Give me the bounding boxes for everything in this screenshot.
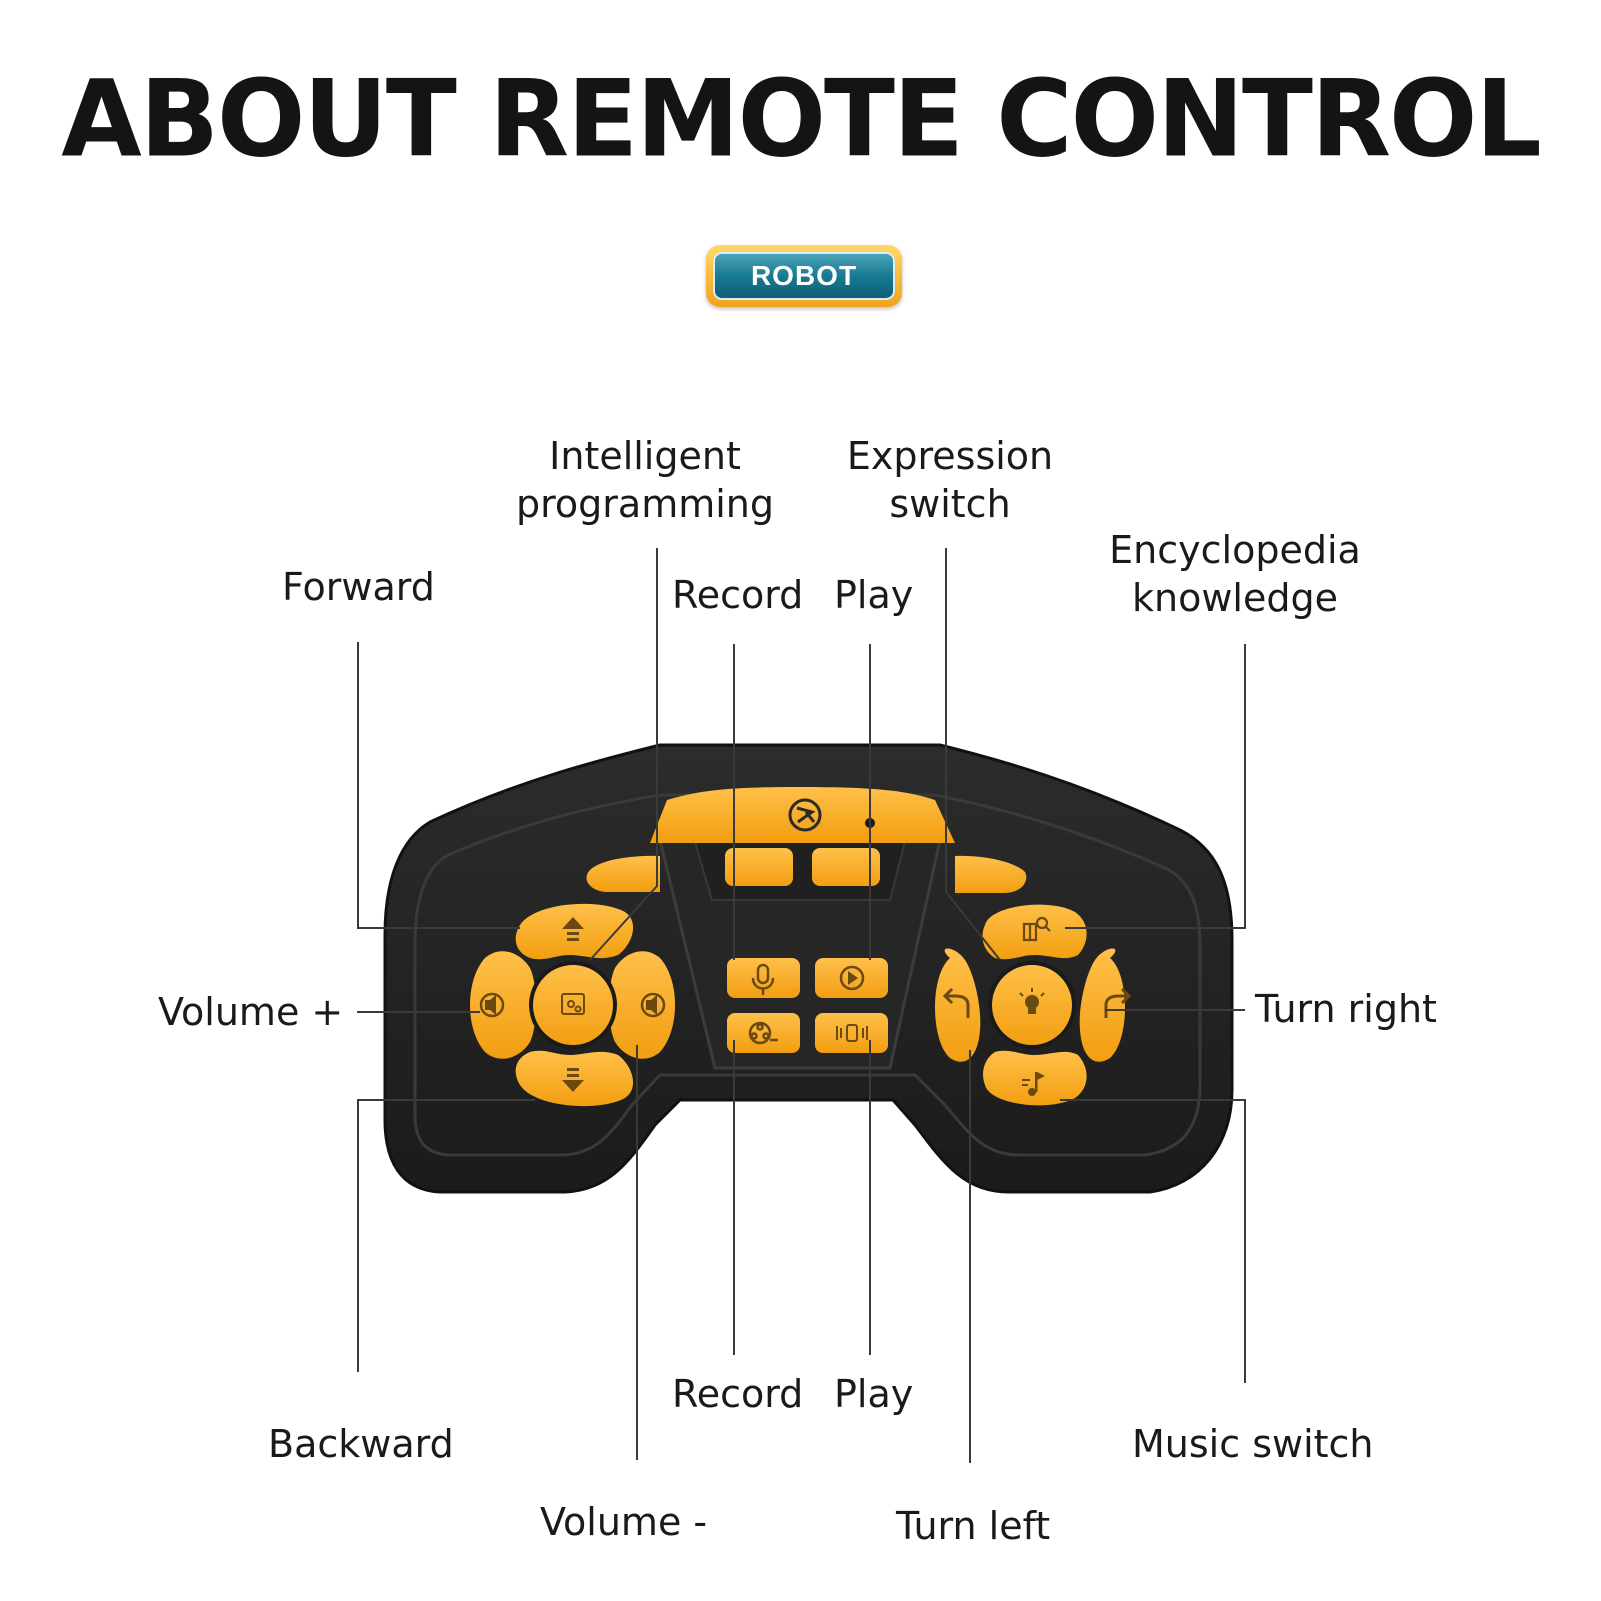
backward-button[interactable]	[515, 1050, 634, 1107]
turn-left-icon	[942, 987, 970, 1018]
encyclopedia-knowledge-button[interactable]	[982, 904, 1087, 960]
music-note-icon	[1022, 1072, 1045, 1096]
music-switch-button[interactable]	[983, 1050, 1087, 1106]
right-shoulder-button[interactable]	[955, 855, 1027, 893]
turn-right-icon	[1104, 987, 1132, 1018]
play-top-button[interactable]	[812, 848, 880, 886]
robot-logo-icon	[788, 798, 822, 832]
intelligent-programming-line-1: Intelligent	[549, 434, 741, 478]
encyclopedia-knowledge-line-2: knowledge	[1132, 576, 1338, 620]
microphone-icon	[751, 963, 775, 995]
expression-switch-line-2: switch	[889, 482, 1011, 526]
intelligent-programming-label: Intelligent programming	[510, 432, 780, 528]
programming-icon	[561, 993, 585, 1015]
turn-right-label: Turn right	[1255, 987, 1437, 1031]
page-title: ABOUT REMOTE CONTROL	[61, 56, 1541, 182]
record-top-button[interactable]	[725, 848, 793, 886]
callout-lines	[357, 548, 1246, 1463]
volume-minus-label: Volume -	[540, 1500, 708, 1544]
record-top-label: Record	[672, 573, 804, 617]
expression-switch-label: Expression switch	[835, 432, 1065, 528]
robot-badge: ROBOT	[706, 245, 902, 307]
top-bar	[650, 787, 955, 843]
vibration-button[interactable]	[815, 1013, 888, 1053]
left-shoulder-button[interactable]	[586, 855, 660, 892]
lightbulb-icon	[1019, 988, 1045, 1014]
vibration-icon	[836, 1024, 868, 1042]
play-top-label: Play	[834, 573, 914, 617]
record-bottom-label: Record	[672, 1372, 804, 1416]
music-switch-label: Music switch	[1132, 1422, 1374, 1466]
film-reel-icon	[748, 1021, 778, 1045]
play-bottom-label: Play	[834, 1372, 914, 1416]
volume-plus-label: Volume +	[158, 990, 344, 1034]
turn-right-button[interactable]	[1079, 948, 1125, 1062]
volume-up-icon	[479, 992, 505, 1018]
expression-switch-line-1: Expression	[846, 434, 1054, 478]
intelligent-program-run-button[interactable]	[727, 1013, 800, 1053]
turn-left-label: Turn left	[896, 1504, 1051, 1548]
arrow-down-icon	[562, 1068, 584, 1092]
controller-inner-rim	[413, 793, 1202, 1157]
turn-left-button[interactable]	[935, 948, 981, 1062]
record-button[interactable]	[727, 958, 800, 998]
backward-label: Backward	[268, 1422, 454, 1466]
intelligent-programming-line-2: programming	[516, 482, 774, 526]
forward-label: Forward	[282, 565, 435, 609]
play-icon	[839, 965, 865, 991]
encyclopedia-knowledge-label: Encyclopedia knowledge	[1100, 526, 1370, 622]
encyclopedia-knowledge-line-1: Encyclopedia	[1109, 528, 1361, 572]
volume-down-icon	[640, 992, 666, 1018]
robot-badge-label: ROBOT	[713, 252, 895, 300]
arrow-up-icon	[562, 917, 584, 941]
book-search-icon	[1022, 916, 1051, 942]
